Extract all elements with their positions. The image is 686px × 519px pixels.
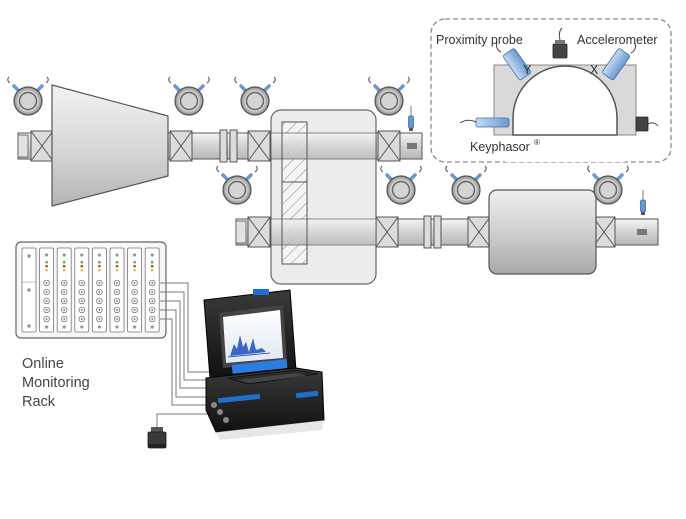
axis-y-label: Y: [523, 63, 532, 77]
compressor-casing: [51, 84, 169, 207]
online-monitoring-rack: [15, 241, 167, 339]
rack-module-card: [127, 247, 142, 333]
accelerometer-sensor-icon: [147, 427, 167, 449]
rack-module-card: [21, 247, 37, 333]
keyphasor-probe-icon: [459, 117, 510, 128]
rack-module-card: [74, 247, 90, 333]
online-monitoring-rack-label: Online Monitoring Rack: [22, 356, 90, 410]
keyphasor-label: Keyphasor: [470, 140, 530, 154]
proximity-probe-y-icon: [496, 41, 531, 81]
keyphasor-registered-mark: ®: [534, 138, 540, 147]
rack-module-card: [39, 247, 54, 333]
probe-ring-4: [366, 75, 412, 117]
motor-housing: [488, 189, 597, 275]
accelerometer-icon: [408, 105, 414, 132]
probe-ring-3: [232, 75, 278, 117]
accelerometer-icon: [640, 189, 646, 216]
sensor-detail-inset: Proximity probe Accelerometer Y X Keypha…: [430, 18, 672, 163]
accelerometer-side-icon: [635, 116, 659, 132]
rack-module-card: [92, 247, 107, 333]
rack-module-card: [109, 247, 125, 333]
probe-ring-7: [443, 164, 489, 206]
probe-ring-1: [5, 75, 51, 117]
probe-ring-6: [378, 164, 424, 206]
proximity-probe-label: Proximity probe: [436, 33, 523, 47]
rack-module-card: [144, 247, 160, 333]
signal-cables: [156, 282, 222, 430]
portable-vibration-analyzer: [203, 289, 325, 440]
accelerometer-top-icon: [552, 27, 568, 59]
gearbox: [270, 109, 377, 285]
probe-ring-5: [214, 164, 260, 206]
proximity-probe-x-icon: [602, 42, 636, 81]
probe-ring-2: [166, 75, 212, 117]
rack-module-card: [56, 247, 72, 333]
accelerometer-label: Accelerometer: [577, 33, 658, 47]
axis-x-label: X: [590, 63, 599, 77]
